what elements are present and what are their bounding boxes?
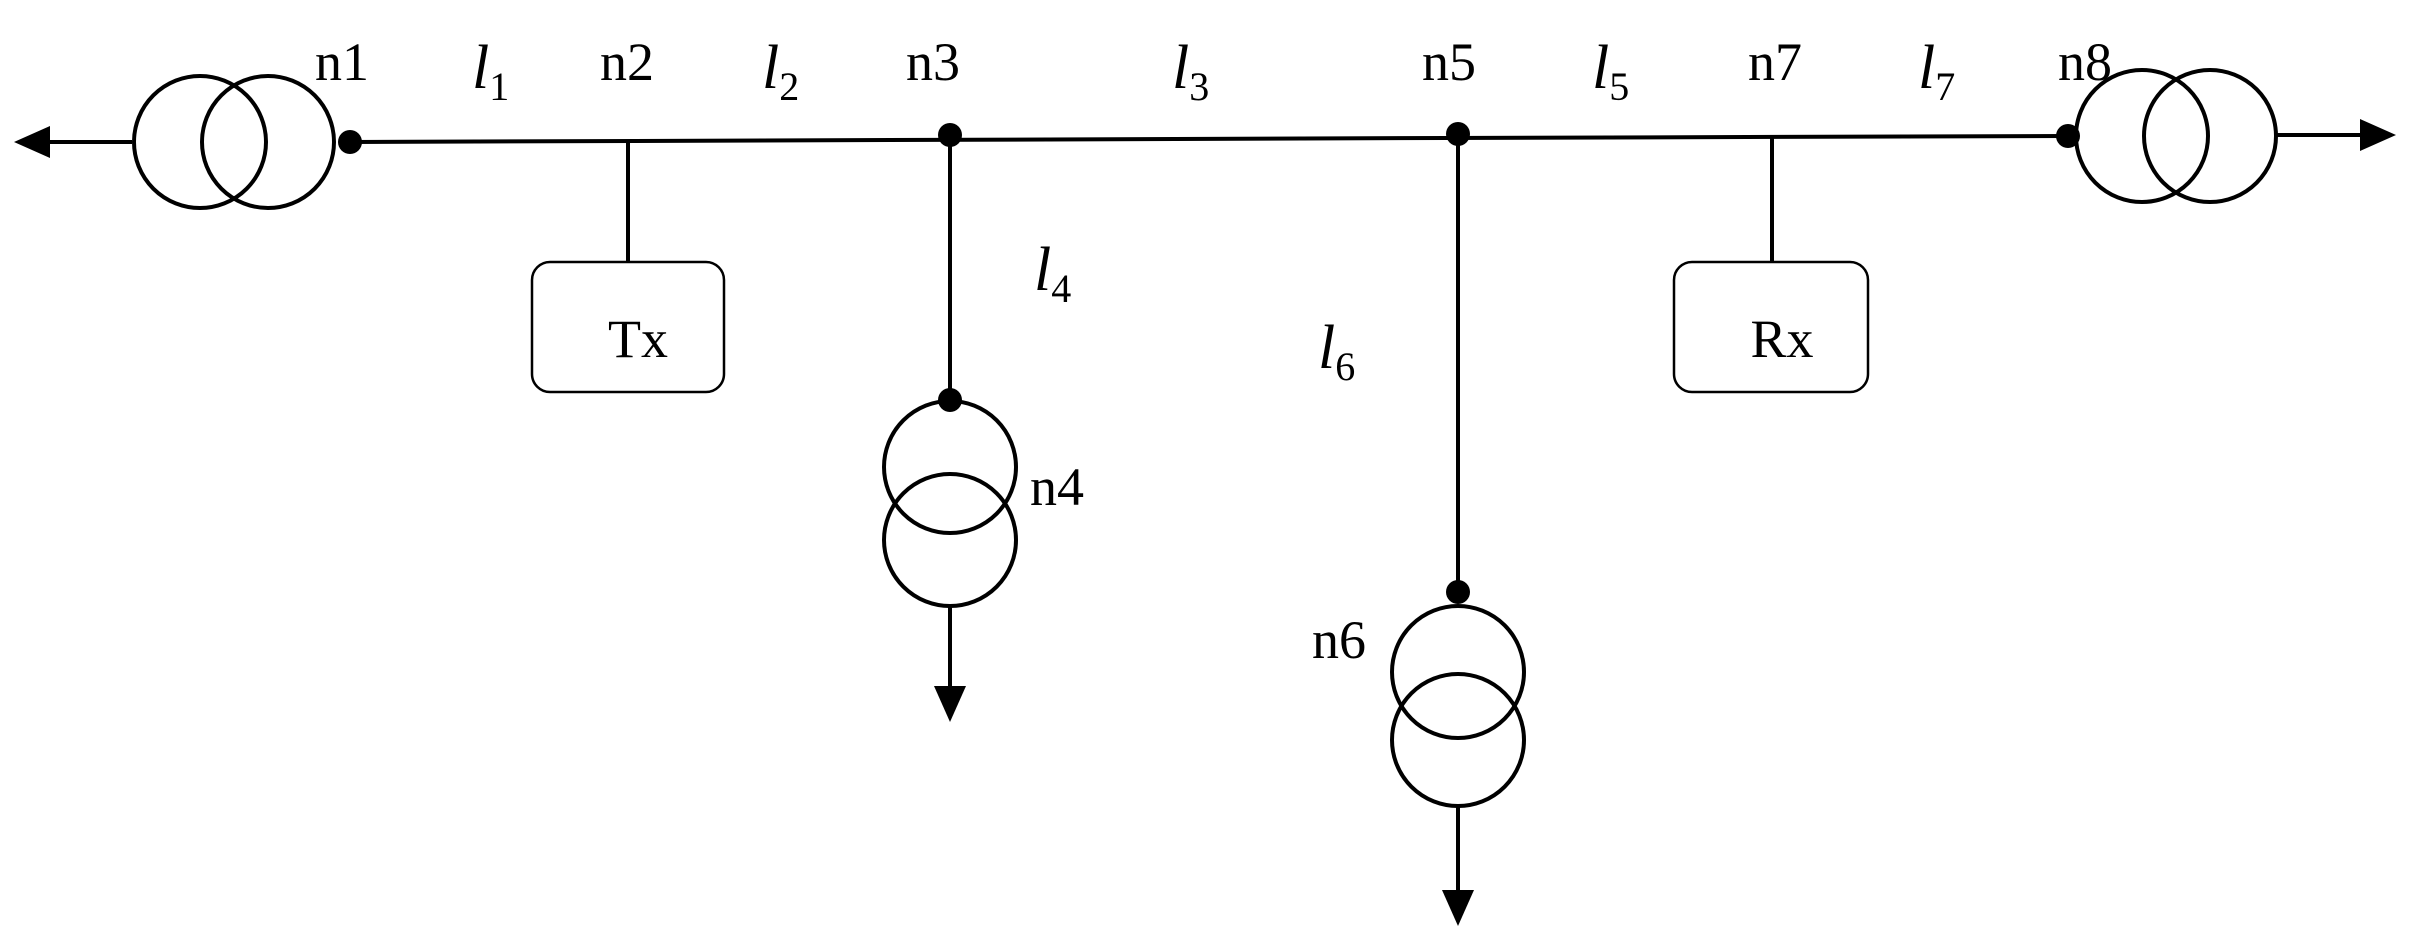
node-label-n6: n6: [1312, 610, 1366, 670]
line-label-l3: l3: [1172, 34, 1209, 109]
line-label-l5: l5: [1592, 34, 1629, 109]
node-label-n2: n2: [600, 32, 654, 92]
node-label-n4: n4: [1030, 457, 1084, 517]
receiver-box: [1672, 260, 1870, 394]
node-dot-n3: [938, 123, 962, 147]
main-bus-line: [351, 134, 2067, 144]
line-label-l4: l4: [1034, 236, 1071, 311]
line-label-l2: l2: [762, 34, 799, 109]
receiver-label: Rx: [1750, 309, 1813, 369]
transmitter-box: [530, 260, 726, 394]
line-label-l1: l1: [472, 34, 509, 109]
node-dot-n8: [2056, 124, 2080, 148]
line-label-l7: l7: [1918, 34, 1955, 109]
node-dot-n6: [1446, 580, 1470, 604]
node-label-n5: n5: [1422, 32, 1476, 92]
transformer-n1-icon: [132, 74, 336, 210]
line-label-l6: l6: [1318, 314, 1355, 389]
node-label-n8: n8: [2058, 32, 2112, 92]
node-dot-n5: [1446, 122, 1470, 146]
node-label-n1: n1: [315, 32, 369, 92]
node-dot-n4: [938, 388, 962, 412]
node-dot-n1: [338, 130, 362, 154]
n6-down-arrow-icon: [1442, 890, 1474, 926]
left-arrow-icon: [14, 126, 50, 158]
node-label-n7: n7: [1748, 32, 1802, 92]
right-arrow-icon: [2360, 119, 2396, 151]
transformer-n6-icon: [1390, 604, 1526, 808]
node-label-n3: n3: [906, 32, 960, 92]
transmitter-label: Tx: [608, 309, 668, 369]
transformer-n4-icon: [882, 399, 1018, 608]
n4-down-arrow-icon: [934, 686, 966, 722]
